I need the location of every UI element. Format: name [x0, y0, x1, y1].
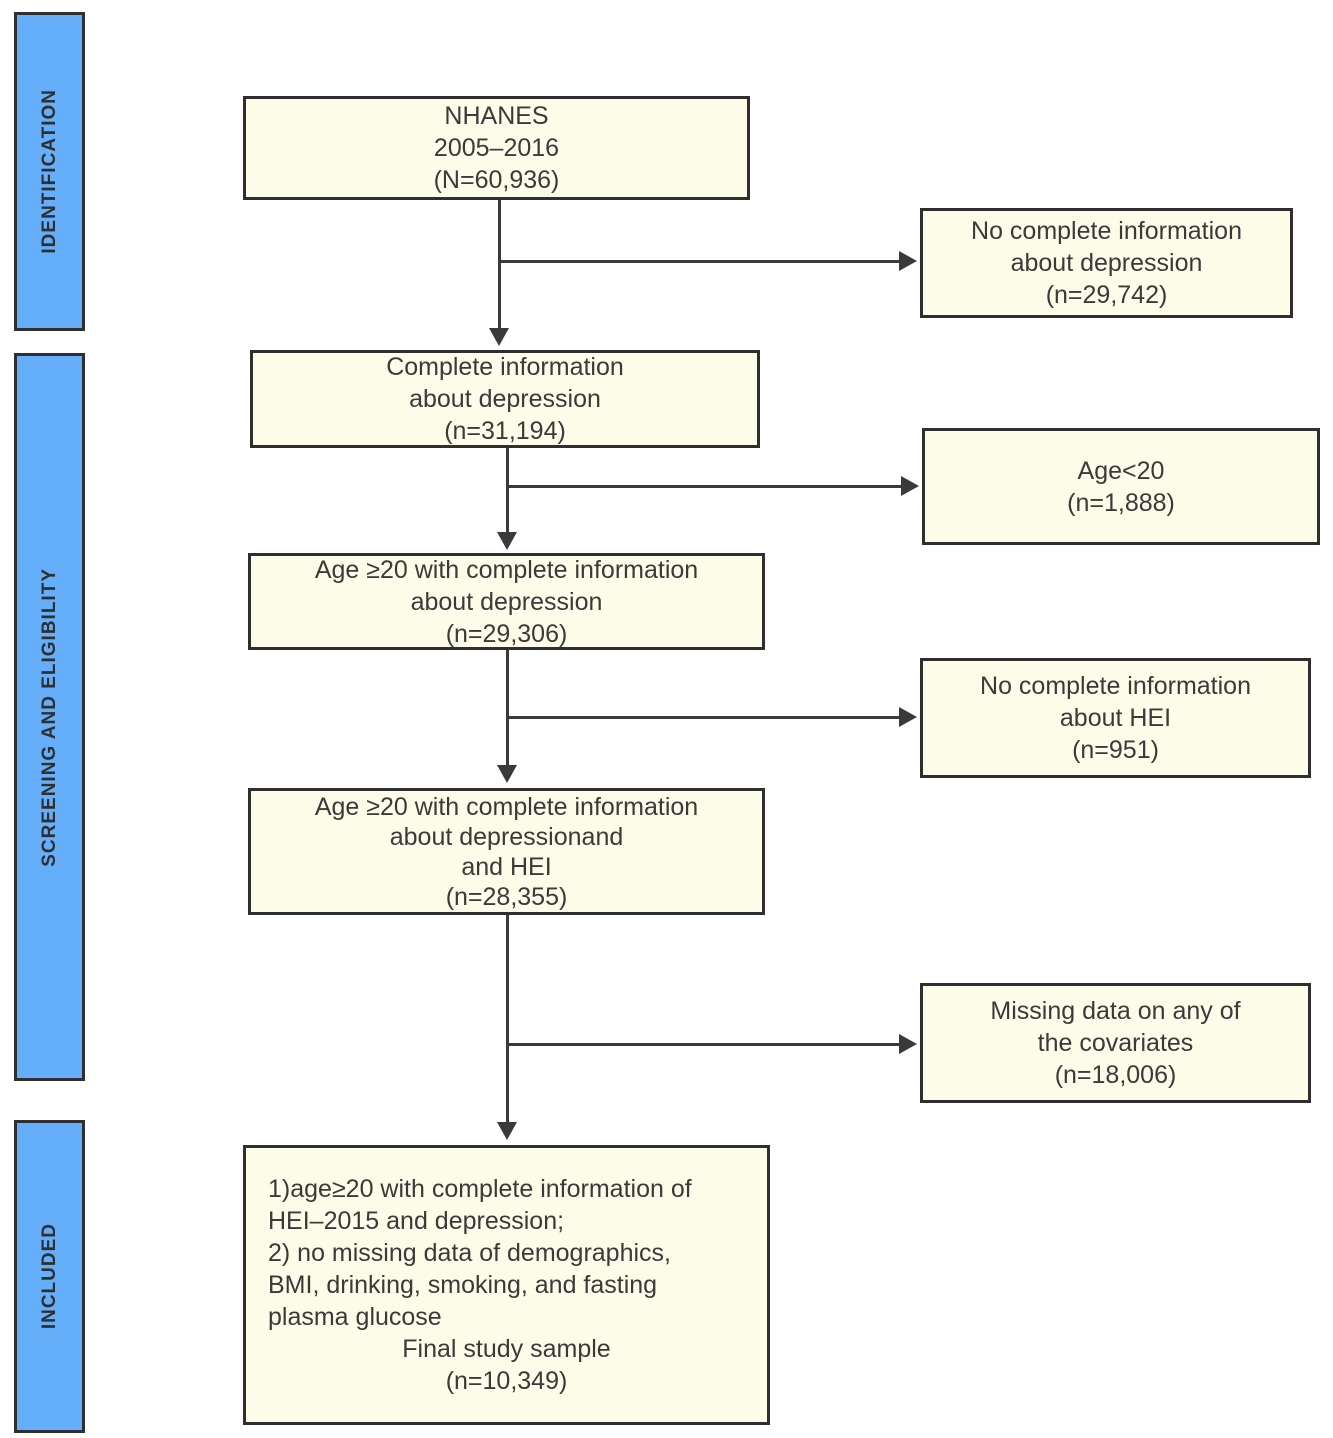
box-line: Age<20 — [1077, 456, 1165, 485]
box-line: (n=28,355) — [445, 882, 568, 911]
box-line: (N=60,936) — [433, 166, 560, 194]
box-line: and HEI — [461, 852, 552, 881]
arrow-down-icon — [497, 532, 517, 550]
connector-h1 — [500, 260, 900, 263]
final-criteria-block: 1)age≥20 with complete information of HE… — [246, 1173, 767, 1333]
box-line: 2005–2016 — [433, 134, 560, 162]
box-line: about depression — [409, 385, 601, 413]
stage-screening-eligibility: SCREENING AND ELIGIBILITY — [14, 353, 85, 1081]
box-line: NHANES — [444, 102, 549, 130]
stage-included-label: INCLUDED — [38, 1223, 60, 1330]
exclusion-box-missing-covariates: Missing data on any of the covariates (n… — [920, 983, 1311, 1103]
box-line: about HEI — [1059, 704, 1172, 732]
connector-h3 — [508, 716, 900, 719]
arrow-right-icon — [901, 476, 919, 496]
flow-box-final-sample: 1)age≥20 with complete information of HE… — [243, 1145, 770, 1425]
box-line: (n=31,194) — [444, 417, 566, 445]
flow-box-age20-depression: Age ≥20 with complete information about … — [248, 553, 765, 650]
box-line: (n=1,888) — [1067, 488, 1175, 517]
box-line: HEI–2015 and depression; — [268, 1207, 565, 1235]
final-sample-block: Final study sample (n=10,349) — [246, 1333, 767, 1397]
box-line: (n=18,006) — [1054, 1061, 1177, 1089]
box-line: No complete information — [980, 672, 1251, 700]
arrow-right-icon — [899, 707, 917, 727]
box-line: about depressionand — [389, 822, 624, 851]
connector-v4 — [506, 915, 509, 1124]
exclusion-box-no-hei-info: No complete information about HEI (n=951… — [920, 658, 1311, 778]
box-line: 1)age≥20 with complete information of — [268, 1175, 692, 1203]
box-line: 2) no missing data of demographics, — [268, 1239, 671, 1267]
arrow-right-icon — [899, 251, 917, 271]
box-line: (n=29,306) — [445, 619, 568, 648]
arrow-down-icon — [497, 765, 517, 783]
box-line: Age ≥20 with complete information — [314, 792, 699, 821]
box-line: Missing data on any of — [990, 997, 1241, 1025]
connector-v2 — [506, 448, 509, 534]
box-line: about depression — [1010, 249, 1203, 277]
box-line: Age ≥20 with complete information — [314, 555, 699, 584]
box-line: BMI, drinking, smoking, and fasting — [268, 1271, 658, 1299]
connector-v1 — [498, 200, 501, 330]
box-line: Final study sample — [402, 1335, 611, 1363]
flow-box-complete-depression: Complete information about depression (n… — [250, 350, 760, 448]
stage-identification-label: IDENTIFICATION — [38, 89, 60, 254]
stage-included: INCLUDED — [14, 1120, 85, 1433]
stage-identification: IDENTIFICATION — [14, 12, 85, 331]
flow-box-nhanes: NHANES 2005–2016 (N=60,936) — [243, 96, 750, 200]
connector-h2 — [508, 485, 904, 488]
exclusion-box-no-depression-info: No complete information about depression… — [920, 208, 1293, 318]
box-line: Complete information — [386, 353, 624, 381]
box-line: (n=29,742) — [1045, 281, 1168, 309]
box-line: about depression — [410, 587, 603, 616]
connector-h4 — [508, 1043, 900, 1046]
box-line: (n=10,349) — [445, 1367, 568, 1395]
arrow-down-icon — [489, 328, 509, 346]
arrow-right-icon — [899, 1034, 917, 1054]
stage-screening-eligibility-label: SCREENING AND ELIGIBILITY — [38, 567, 60, 867]
box-line: No complete information — [971, 217, 1242, 245]
connector-v3 — [506, 650, 509, 767]
box-line: the covariates — [1037, 1029, 1194, 1057]
box-line: (n=951) — [1072, 736, 1159, 764]
box-line: plasma glucose — [268, 1303, 442, 1331]
arrow-down-icon — [497, 1122, 517, 1140]
exclusion-box-age-under-20: Age<20 (n=1,888) — [922, 428, 1320, 545]
flow-box-age20-depression-hei: Age ≥20 with complete information about … — [248, 788, 765, 915]
